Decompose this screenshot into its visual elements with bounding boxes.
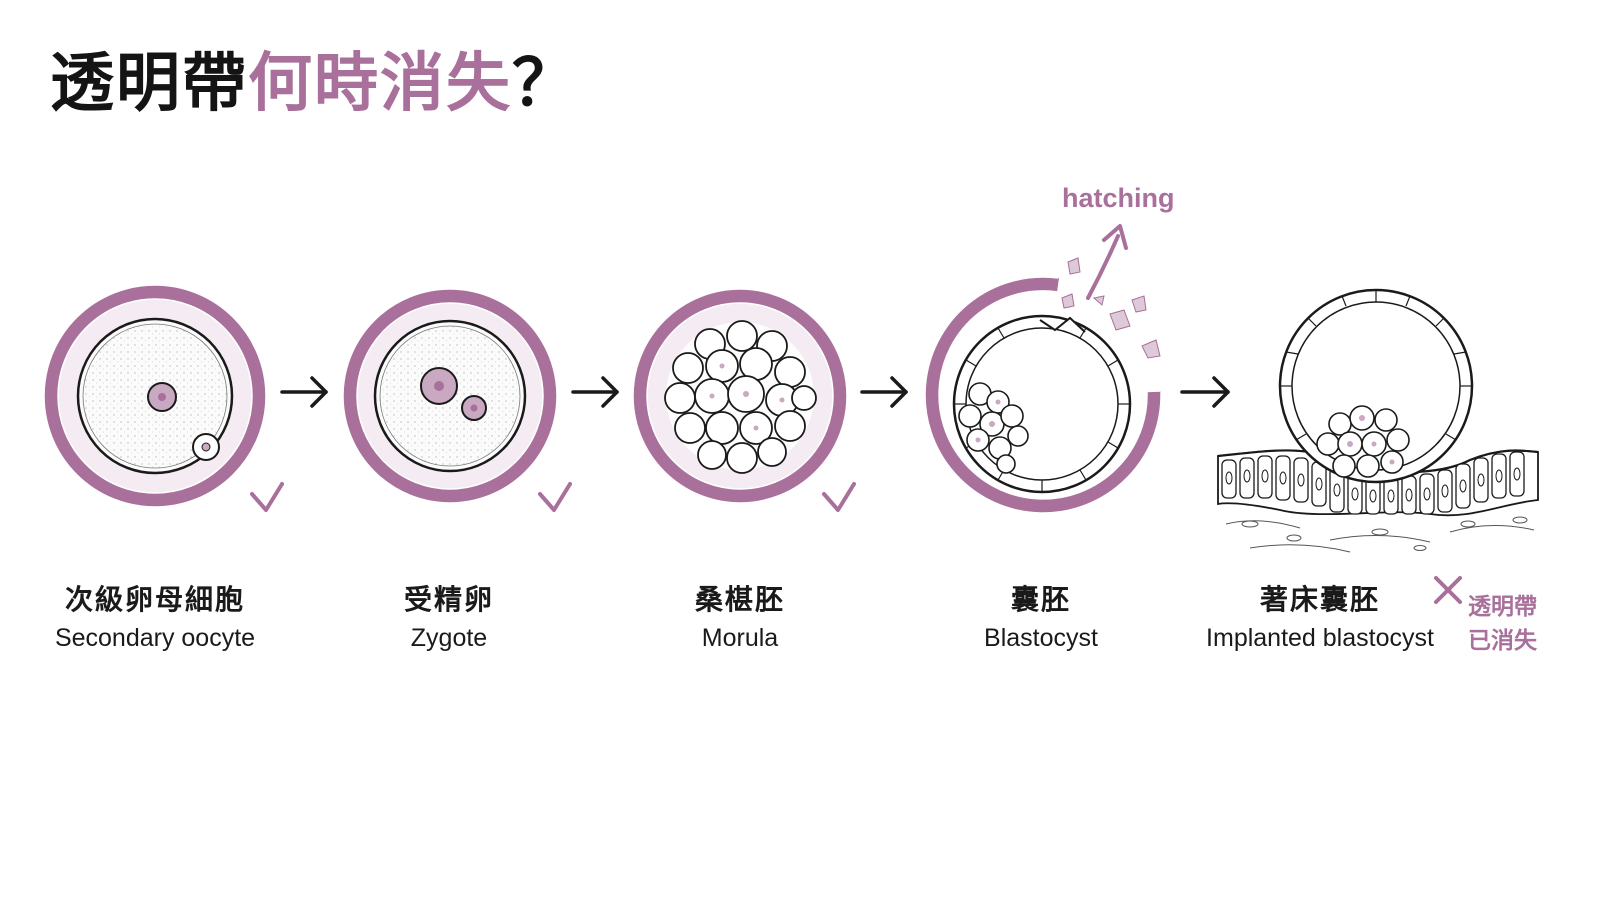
check-icon — [250, 482, 284, 512]
inner-cell-mass — [958, 382, 1029, 474]
stage-morula-illustration — [632, 288, 848, 504]
zona-gone-line1: 透明帶 — [1468, 594, 1537, 620]
stage-label-implanted: 著床囊胚 Implanted blastocyst — [1160, 582, 1480, 658]
stage-name-zh: 囊胚 — [1010, 583, 1071, 616]
epithelial-cells — [1221, 451, 1525, 515]
arrow-right-icon — [571, 376, 619, 408]
implanted-inner-cell-mass — [1316, 405, 1410, 478]
stage-name-zh: 次級卵母細胞 — [64, 583, 245, 616]
stage-name-zh: 著床囊胚 — [1259, 583, 1380, 616]
zona-gone-note: 透明帶 已消失 — [1468, 590, 1537, 658]
stage-name-en: Secondary oocyte — [54, 624, 256, 652]
stage-name-en: Zygote — [410, 624, 488, 652]
title-main: 透明帶 — [50, 47, 248, 121]
stage-name-zh: 桑椹胚 — [694, 583, 785, 616]
stage-blastocyst-illustration — [924, 224, 1162, 514]
stage-name-en: Implanted blastocyst — [1206, 624, 1434, 652]
flow-arrows — [280, 376, 1230, 408]
zona-gone-line2: 已消失 — [1468, 628, 1537, 654]
stage-label-blastocyst: 囊胚 Blastocyst — [881, 582, 1201, 658]
stage-label-oocyte: 次級卵母細胞 Secondary oocyte — [0, 582, 315, 658]
stage-name-en: Blastocyst — [984, 624, 1098, 652]
stroma — [1225, 516, 1535, 553]
arrow-right-icon — [1180, 376, 1230, 408]
check-icon — [822, 482, 856, 512]
morula-blastomeres — [664, 320, 817, 474]
stage-label-zygote: 受精卵 Zygote — [289, 582, 609, 658]
title-question-mark: ？ — [512, 47, 578, 121]
stage-name-en: Morula — [701, 624, 779, 652]
stage-zygote-illustration — [342, 288, 558, 504]
arrow-right-icon — [860, 376, 908, 408]
stage-implanted-illustration — [1217, 288, 1539, 553]
title-accent: 何時消失 — [248, 47, 512, 121]
page-title: 透明帶何時消失？ — [50, 52, 578, 116]
check-icon — [538, 482, 572, 512]
stage-label-morula: 桑椹胚 Morula — [580, 582, 900, 658]
cross-icon — [1434, 576, 1462, 604]
stage-oocyte-illustration — [43, 284, 267, 508]
zona-fragments — [1061, 257, 1161, 359]
hatching-arrow — [1086, 234, 1120, 300]
stage-name-zh: 受精卵 — [403, 583, 494, 616]
arrow-right-icon — [280, 376, 328, 408]
hatching-label: hatching — [1062, 183, 1175, 213]
zona-pellucida-broken — [925, 277, 1162, 513]
